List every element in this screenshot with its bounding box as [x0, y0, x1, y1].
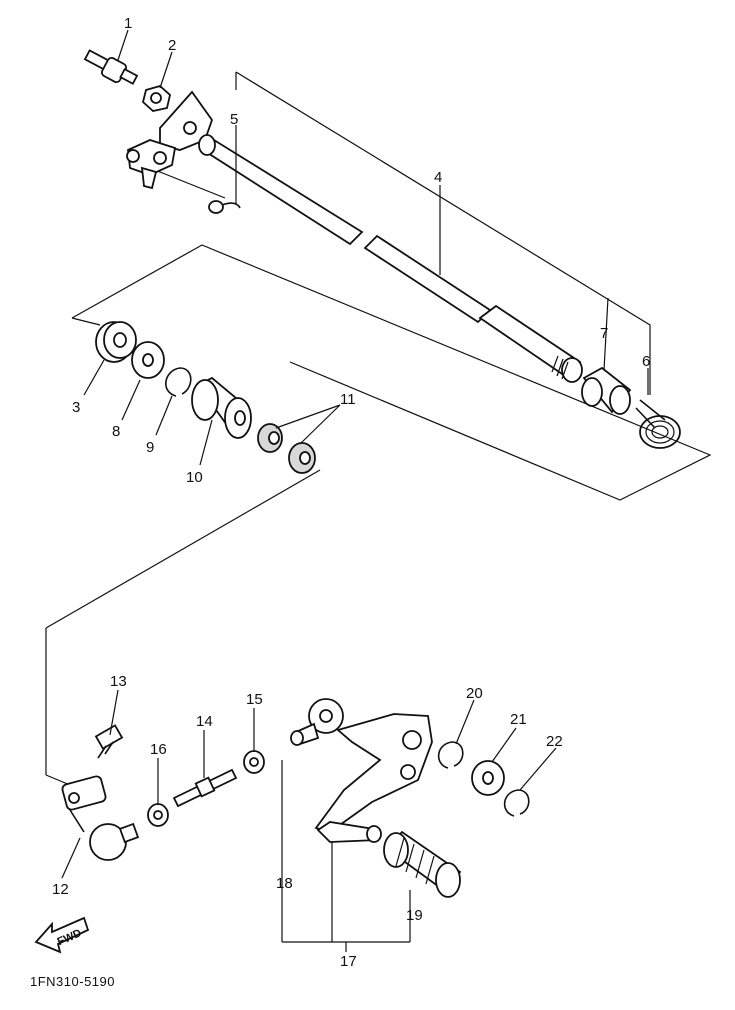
- callout-11: 11: [340, 391, 356, 408]
- callout-6: 6: [642, 353, 650, 370]
- bushing-part-10: [191, 376, 252, 439]
- spring-part-6: [635, 399, 681, 449]
- callout-15: 15: [246, 691, 263, 708]
- seal-part-3: [95, 321, 137, 363]
- leader-lines: [61, 29, 649, 879]
- callout-4: 4: [434, 169, 442, 186]
- circlip-part-22: [503, 789, 530, 817]
- rod-part-14: [172, 768, 238, 808]
- bolt-part-13: [94, 724, 124, 759]
- callout-13: 13: [110, 673, 127, 690]
- shift-linkage: [61, 698, 530, 952]
- callout-labels: 1 2 5 4 7 6 3 8 9 10 11 13 14 15 16 12 1…: [52, 15, 650, 970]
- callout-2: 2: [168, 37, 176, 54]
- callout-5: 5: [230, 111, 238, 128]
- callout-12: 12: [52, 881, 69, 898]
- callout-20: 20: [466, 685, 483, 702]
- collar-part-7: [581, 366, 632, 415]
- callout-21: 21: [510, 711, 527, 728]
- callout-9: 9: [146, 439, 154, 456]
- seal-part-11: [257, 423, 316, 474]
- callout-22: 22: [546, 733, 563, 750]
- callout-16: 16: [150, 741, 167, 758]
- figure-code: 1FN310-5190: [30, 974, 115, 989]
- circlip-part-9: [165, 367, 192, 397]
- callout-1: 1: [124, 15, 132, 32]
- circlip-part-20: [437, 741, 464, 769]
- rod-end-part-12: [61, 775, 140, 861]
- callout-18: 18: [276, 875, 293, 892]
- shift-pedal-part-17: [314, 713, 433, 843]
- callout-10: 10: [186, 469, 203, 486]
- callout-17: 17: [340, 953, 357, 970]
- callout-8: 8: [112, 423, 120, 440]
- callout-19: 19: [406, 907, 423, 924]
- seal-bushing-group: [45, 244, 712, 786]
- shift-arm: [126, 90, 214, 190]
- callout-3: 3: [72, 399, 80, 416]
- bolt-part-1: [83, 49, 139, 85]
- forward-arrow-icon: FWD: [34, 916, 90, 954]
- rod-end-part-18: [290, 698, 344, 746]
- callout-14: 14: [196, 713, 213, 730]
- clip-part-5: [208, 200, 241, 214]
- shaft-part-4: [198, 134, 583, 383]
- pedal-rubber-part-19: [383, 830, 462, 898]
- callout-7: 7: [600, 325, 608, 342]
- shift-shaft-assembly: [83, 49, 681, 449]
